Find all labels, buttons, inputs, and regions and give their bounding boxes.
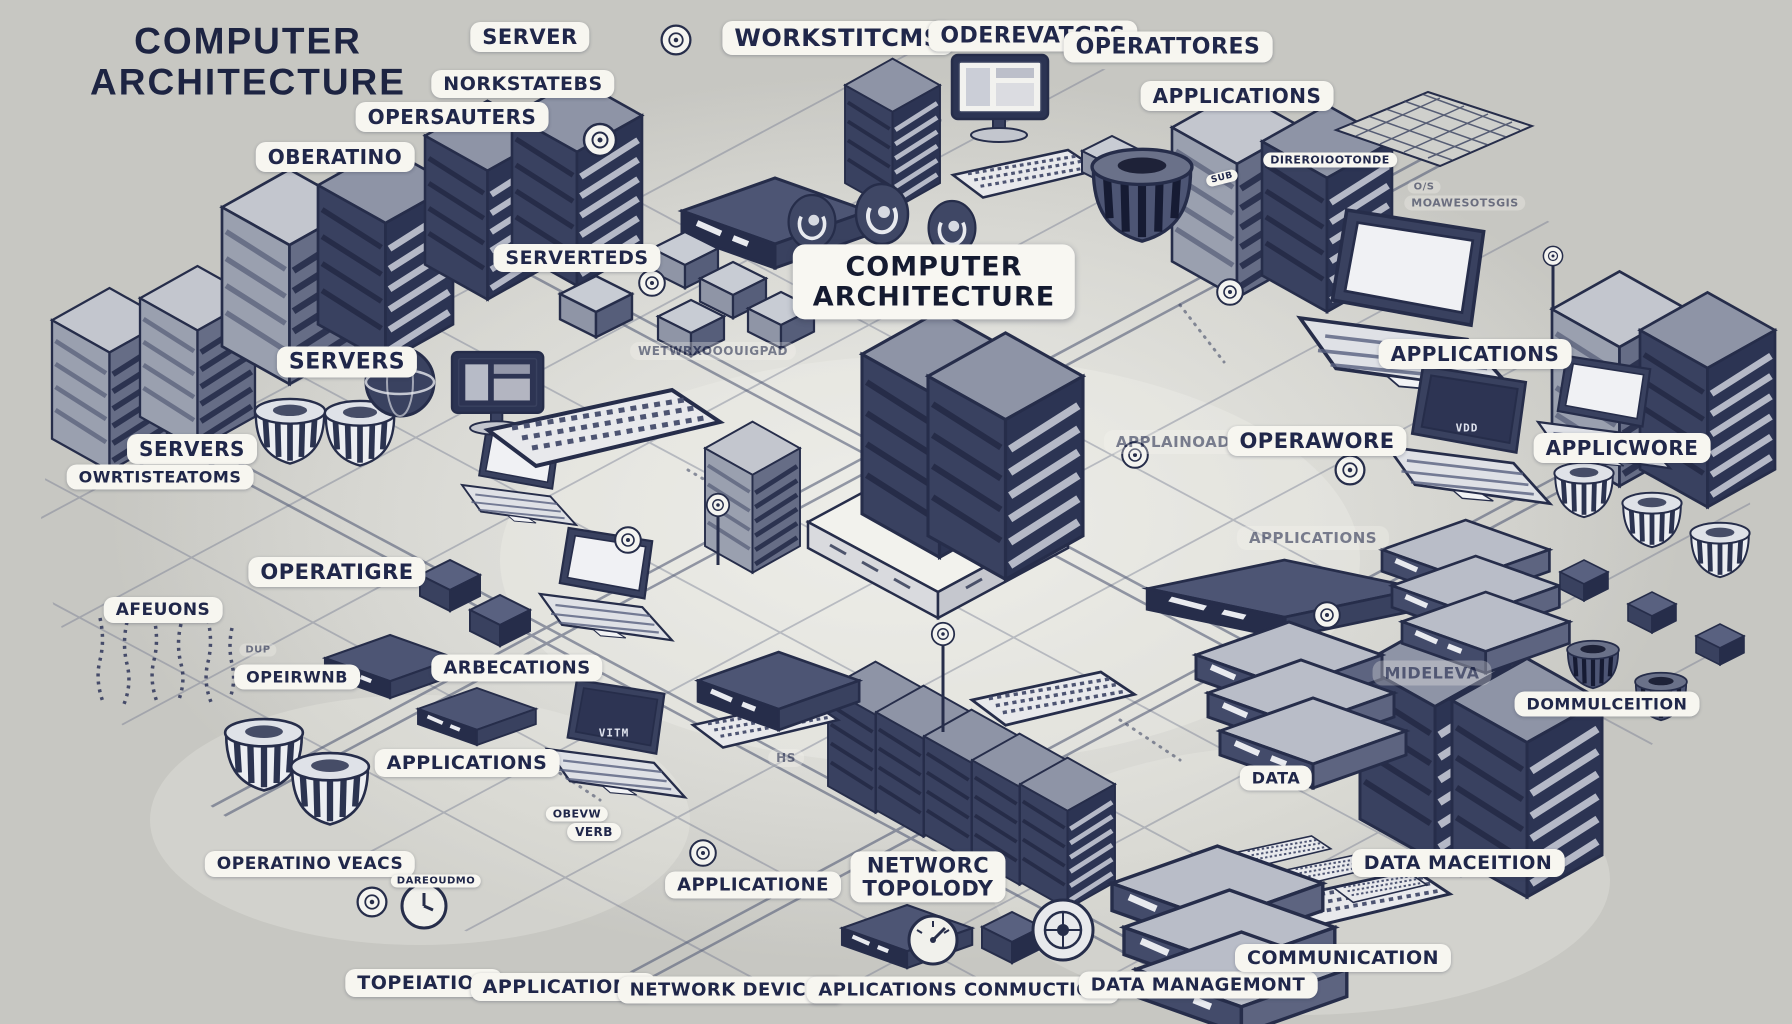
label-network-topology: NETWORC TOPOLODY <box>850 851 1006 903</box>
mesh-grid-icon <box>1333 90 1535 168</box>
label-applications-mid-faded: APPLICATIONS <box>1236 526 1390 550</box>
label-os: O/S <box>1407 180 1441 194</box>
label-server: SERVER <box>470 22 590 52</box>
circle-badge-icon <box>614 526 642 554</box>
label-operatino-veacs: OPERATINO VEACS <box>204 851 416 877</box>
circle-badge-icon <box>356 886 388 918</box>
circle-badge-icon <box>1216 278 1244 306</box>
label-moawesotsgis: MOAWESOTSGIS <box>1404 195 1526 211</box>
label-opeirwnb: OPEIRWNB <box>234 664 360 690</box>
label-applications-right: APPLICATIONS <box>1378 339 1572 369</box>
laptop-screen-text-vdd: VDD <box>1455 421 1479 435</box>
label-arbecations: ARBECATIONS <box>431 654 603 682</box>
label-data-managemont: DATA MANAGEMONT <box>1078 971 1318 999</box>
pole-ball-icon <box>705 492 731 518</box>
circle-badge-icon <box>638 269 666 297</box>
label-dommulceition: DOMMULCEITION <box>1514 691 1700 717</box>
database-barrel-icon <box>1690 523 1749 577</box>
label-owrtisteatoms: OWRTISTEATOMS <box>66 464 254 490</box>
server-tower-icon <box>1020 758 1115 909</box>
circle-badge-icon <box>582 122 618 158</box>
label-dareoudmo: DAREOUDMO <box>390 874 482 888</box>
center-title-badge: COMPUTER ARCHITECTURE <box>792 244 1076 320</box>
label-operawore: OPERAWORE <box>1227 426 1407 456</box>
label-applications-top-right: APPLICATIONS <box>1140 81 1334 111</box>
label-servers-left: SERVERS <box>127 434 257 464</box>
figure-head-icon <box>786 193 838 251</box>
stalk-scribbles <box>96 617 236 705</box>
label-applications-left: APPLICATIONS <box>374 749 560 777</box>
server-rack-icon <box>1640 292 1775 507</box>
figure-head-icon <box>854 182 910 246</box>
label-data-maceition: DATA MACEITION <box>1351 849 1565 877</box>
label-workstations: WORKSTITCMS <box>722 21 954 55</box>
page-title: COMPUTER ARCHITECTURE <box>90 21 406 104</box>
label-obevw: OBEVW <box>545 806 609 822</box>
main-server-tower-icon <box>928 333 1083 579</box>
label-servers-main: SERVERS <box>276 346 418 378</box>
label-mideleva: MIDELEVA <box>1372 660 1492 686</box>
label-aplications-conmuction: APLICATIONS CONMUCTION <box>806 976 1120 1004</box>
label-wetwrxooouigpad: WETWRXOOOUIGPAD <box>629 342 797 360</box>
wheel-icon <box>1031 898 1095 962</box>
label-serverteds: SERVERTEDS <box>493 244 661 272</box>
label-applainoad: APPLAINOAD <box>1103 430 1243 454</box>
page-title-line2: ARCHITECTURE <box>90 62 406 103</box>
page-title-line1: COMPUTER <box>134 20 362 62</box>
label-operatigre: OPERATIGRE <box>248 557 426 587</box>
label-network-topology-line1: NETWORC <box>866 853 990 878</box>
center-title-line1: COMPUTER <box>845 251 1023 283</box>
circle-badge-icon <box>689 839 717 867</box>
pole-ball-icon <box>930 621 956 647</box>
label-applicwore: APPLICWORE <box>1533 433 1711 463</box>
label-communication: COMMUNICATION <box>1234 944 1452 972</box>
center-title-line2: ARCHITECTURE <box>812 281 1056 312</box>
signal-pole-icon <box>716 262 1555 732</box>
circle-badge-icon <box>1334 454 1366 486</box>
label-afeuons: AFEUONS <box>103 597 223 623</box>
label-verb: VERB <box>567 823 621 841</box>
label-network-topology-line2: TOPOLODY <box>862 876 994 900</box>
laptop-screen-text-vitm: VITM <box>598 726 630 740</box>
label-operattores: OPERATTORES <box>1063 31 1273 63</box>
clock-icon <box>400 882 448 930</box>
label-dup: DUP <box>239 643 277 657</box>
label-applicatione: APPLICATIONE <box>665 871 841 899</box>
gauge-icon <box>907 914 959 966</box>
circle-badge-icon <box>1313 601 1341 629</box>
label-direroiootonde: DIREROIOOTONDE <box>1263 152 1397 168</box>
label-norkstatebs: NORKSTATEBS <box>431 70 615 98</box>
label-oberatino: OBERATINO <box>255 142 415 172</box>
pole-ball-icon <box>1542 245 1564 267</box>
circle-badge-icon <box>660 24 692 56</box>
label-data: DATA <box>1239 765 1313 791</box>
label-opersauters: OPERSAUTERS <box>355 102 549 132</box>
label-hs: HS <box>768 749 804 767</box>
